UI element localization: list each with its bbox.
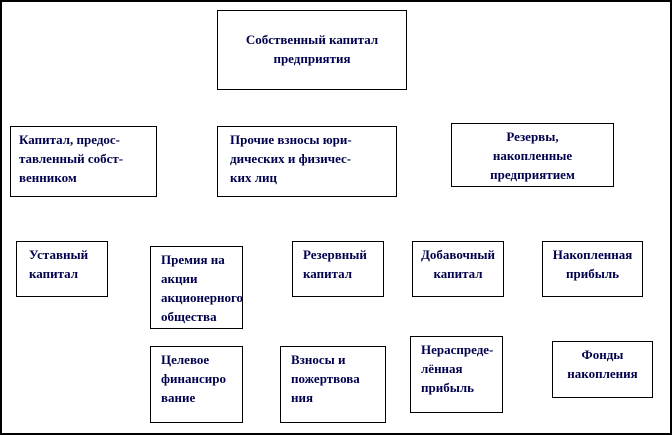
node-other-contributions: Прочие взносы юри- дических и физичес- к… — [217, 126, 397, 197]
node-share-premium: Премия на акции акционерного общества — [150, 246, 243, 329]
node-accumulation-funds: Фонды накопления — [552, 341, 653, 398]
node-reserve-capital: Резервный капитал — [292, 241, 384, 297]
node-accumulated-profit: Накопленная прибыль — [542, 241, 643, 297]
node-contributions-donations: Взносы и пожертвова ния — [280, 346, 386, 423]
node-authorized-capital: Уставный капитал — [16, 241, 108, 297]
node-accumulated-reserves: Резервы, накопленные предприятием — [451, 123, 614, 187]
node-additional-capital: Добавочный капитал — [412, 241, 504, 297]
node-owner-provided-capital: Капитал, предос- тавленный собст- венник… — [10, 126, 157, 197]
node-equity-capital-root: Собственный капитал предприятия — [217, 10, 407, 90]
node-targeted-financing: Целевое финансиро вание — [150, 346, 243, 423]
node-retained-earnings: Нераспреде- лённая прибыль — [410, 336, 503, 413]
